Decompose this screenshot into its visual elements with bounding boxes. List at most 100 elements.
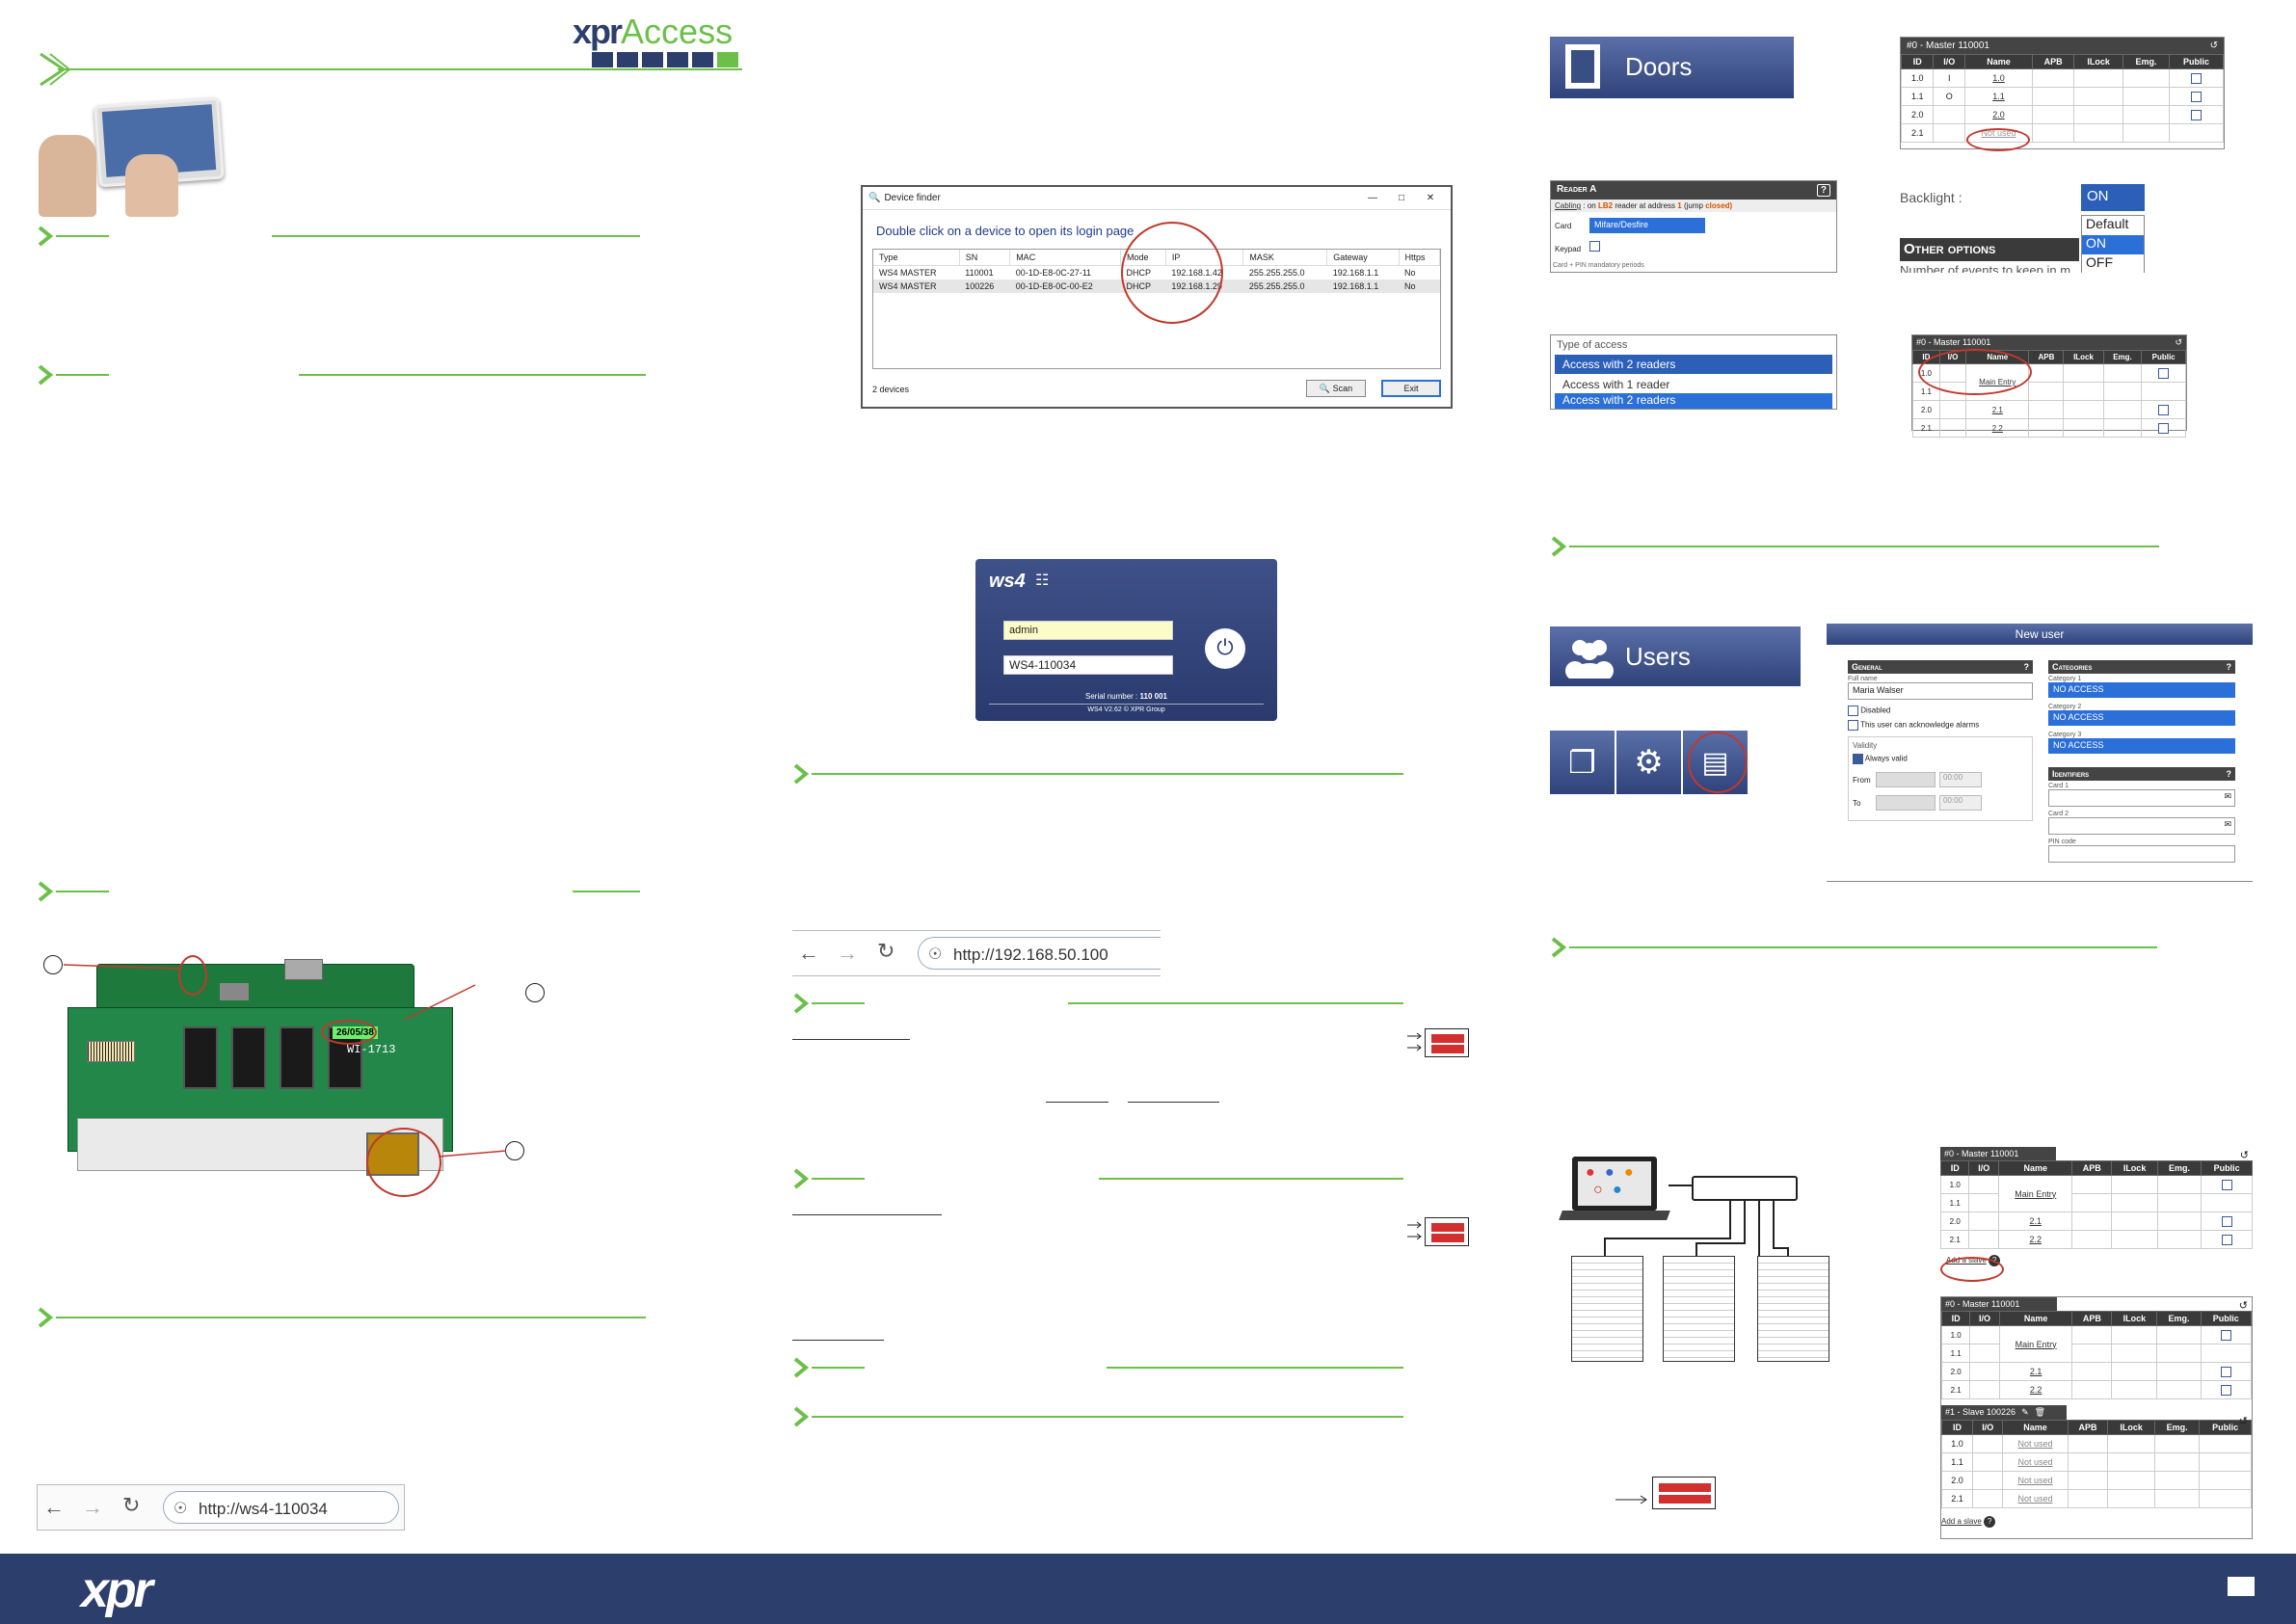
name-link[interactable]: Main Entry [2015,1339,2057,1349]
password-input[interactable]: WS4-110034 [1003,655,1173,675]
doors-tile[interactable]: Doors [1550,37,1794,98]
history-icon[interactable]: ↺ [2238,1300,2248,1312]
name-link[interactable]: 1.1 [1992,92,2005,101]
name-link[interactable]: 2.1 [2029,1216,2042,1226]
name-cell[interactable]: 2.2 [1998,1230,2073,1249]
name-link[interactable]: 2.1 [2029,1367,2042,1376]
scan-button[interactable]: 🔍 Scan [1306,380,1366,397]
history-icon[interactable]: ↺ [2238,1416,2248,1427]
name-link[interactable]: 2.2 [1991,423,2003,433]
public-checkbox[interactable] [2220,1329,2231,1341]
url-field[interactable]: ☉ http://ws4-110034 [163,1491,399,1524]
help-icon[interactable]: ? [2226,769,2232,779]
settings-button[interactable]: ⚙ [1616,731,1681,794]
public-checkbox[interactable] [2191,91,2202,102]
public-checkbox[interactable] [2158,367,2170,379]
card1-input[interactable]: ✉ [2048,789,2235,807]
name-link[interactable]: Not used [2017,1439,2053,1449]
username-input[interactable]: admin [1003,621,1173,640]
option-on[interactable]: ON [2082,235,2144,254]
option-default[interactable]: Default [2086,216,2129,231]
card-type-select[interactable]: Mifare/Desfire [1589,218,1705,233]
public-checkbox[interactable] [2191,72,2202,84]
reload-icon[interactable]: ↻ [122,1493,141,1517]
to-date-input[interactable] [1876,795,1936,811]
card-reader-icon[interactable]: ✉ [2224,819,2231,829]
name-cell[interactable]: 2.2 [1998,1380,2073,1399]
help-icon[interactable]: ? [2226,662,2232,672]
forward-icon[interactable]: → [82,1495,103,1519]
name-cell[interactable]: Not used [2002,1471,2069,1490]
public-checkbox[interactable] [2158,404,2170,415]
access-type-select[interactable]: Access with 2 readers [1555,355,1832,374]
cabling-link[interactable]: Cabling [1555,201,1582,210]
name-link[interactable]: 2.1 [1991,405,2003,414]
from-date-input[interactable] [1876,772,1936,787]
help-icon[interactable]: ? [2023,662,2030,672]
disabled-checkbox[interactable] [1848,706,1858,716]
public-checkbox[interactable] [2191,109,2202,120]
name-link[interactable]: Not used [2017,1457,2053,1467]
minimize-button[interactable]: — [1368,193,1377,203]
access-option-1[interactable]: Access with 1 reader [1562,378,1670,391]
name-cell[interactable]: Main Entry [1998,1325,2073,1363]
backlight-dropdown[interactable]: Default ON OFF [2081,215,2145,273]
name-cell[interactable]: 2.1 [1998,1211,2073,1231]
name-link[interactable]: Main Entry [2015,1188,2057,1199]
ack-checkbox[interactable] [1848,720,1858,731]
name-cell[interactable]: Not used [2002,1489,2069,1508]
name-link[interactable]: 2.0 [1992,110,2005,120]
copy-button[interactable]: ❐ [1550,731,1615,794]
help-icon[interactable]: ? [1816,184,1830,197]
public-checkbox[interactable] [2220,1384,2231,1396]
from-time-input[interactable]: 00:00 [1939,772,1982,787]
name-cell[interactable]: 2.1 [1998,1362,2073,1381]
delete-icon[interactable]: 🗑 [2034,1407,2046,1417]
name-cell[interactable]: 2.1 [1965,400,2030,419]
back-icon[interactable]: ← [43,1495,65,1519]
exit-button[interactable]: Exit [1381,380,1441,397]
history-icon[interactable]: ↺ [2175,337,2182,347]
history-icon[interactable]: ↺ [2209,40,2218,51]
card-reader-icon[interactable]: ✉ [2224,791,2231,801]
name-link[interactable]: 2.2 [2029,1235,2042,1244]
history-icon[interactable]: ↺ [2239,1150,2249,1161]
option-off[interactable]: OFF [2086,254,2113,270]
cat1-select[interactable]: NO ACCESS [2048,682,2235,698]
public-checkbox[interactable] [2220,1366,2231,1377]
name-link[interactable]: Not used [2017,1494,2053,1504]
edit-icon[interactable]: ✎ [2021,1407,2029,1417]
cat2-select[interactable]: NO ACCESS [2048,710,2235,726]
name-cell[interactable]: Not used [2002,1434,2069,1453]
to-time-input[interactable]: 00:00 [1939,795,1982,811]
maximize-button[interactable]: □ [1398,193,1405,203]
name-link[interactable]: 2.2 [2029,1385,2042,1395]
public-checkbox[interactable] [2221,1234,2232,1245]
cat3-select[interactable]: NO ACCESS [2048,738,2235,754]
card2-input[interactable]: ✉ [2048,817,2235,835]
name-cell[interactable]: Not used [2002,1452,2069,1472]
keypad-checkbox[interactable] [1589,241,1600,252]
forward-icon[interactable]: → [837,941,858,965]
public-checkbox[interactable] [2221,1215,2232,1227]
access-option-2[interactable]: Access with 2 readers [1555,393,1832,409]
users-tile[interactable]: Users [1550,626,1801,686]
pin-input[interactable] [2048,845,2235,863]
public-checkbox[interactable] [2221,1179,2232,1190]
reload-icon[interactable]: ↻ [877,939,895,963]
name-link[interactable]: Not used [2017,1476,2053,1485]
close-button[interactable]: ✕ [1426,193,1435,203]
help-icon[interactable]: ? [1984,1516,1996,1528]
name-cell[interactable]: 1.0 [1964,68,2033,88]
always-valid-checkbox[interactable] [1853,754,1863,764]
name-cell[interactable]: 2.2 [1965,418,2030,438]
url-field[interactable]: ☉ http://192.168.50.100 [918,937,1161,970]
fullname-input[interactable]: Maria Walser [1848,682,2033,700]
backlight-select[interactable]: ON [2081,184,2145,211]
add-slave-link[interactable]: Add a slave [1941,1517,1982,1526]
name-cell[interactable]: 1.1 [1964,87,2033,106]
login-power-button[interactable]: ⏻ [1205,628,1245,669]
back-icon[interactable]: ← [798,941,819,965]
name-link[interactable]: 1.0 [1992,73,2005,83]
name-cell[interactable]: Main Entry [1998,1175,2073,1212]
